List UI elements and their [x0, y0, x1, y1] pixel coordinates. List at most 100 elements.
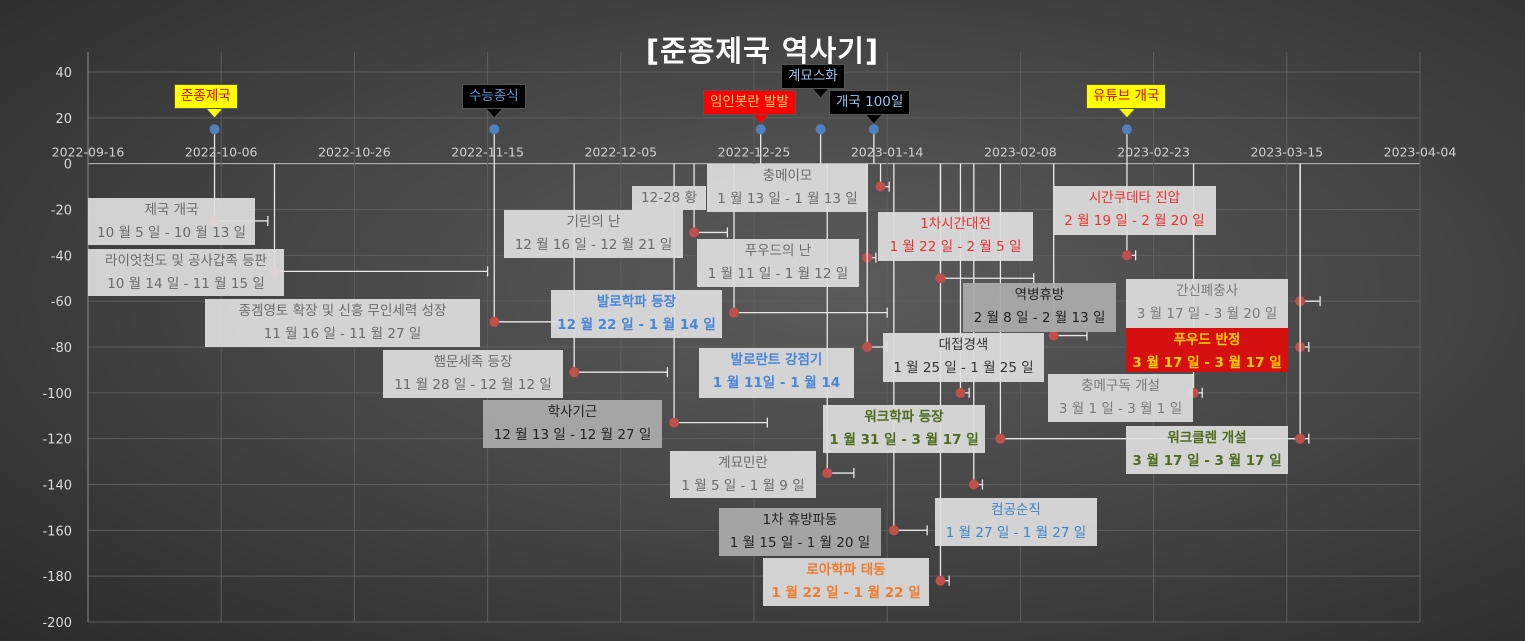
event-label: 학사기근 12 월 13 일 - 12 월 27 일	[483, 400, 662, 448]
event-date-range: 1 월 11일 - 1 월 14	[712, 375, 841, 391]
event-dot	[995, 433, 1006, 444]
event-dot	[729, 307, 740, 318]
y-tick-label: 0	[64, 158, 72, 173]
callout-arrow-icon	[810, 87, 831, 99]
event-date-range: 10 월 5 일 - 10 월 13 일	[96, 225, 246, 241]
event-label-partial: 12-28 황	[632, 186, 706, 210]
event-date-range: 12 월 16 일 - 12 월 21 일	[514, 237, 673, 253]
milestone-dot	[868, 124, 879, 135]
event-label: 라이엇천도 및 공사갑족 등판 10 월 14 일 - 11 월 15 일	[88, 249, 284, 296]
event-label: 간신폐충사 3 월 17 일 - 3 월 20 일	[1126, 279, 1288, 328]
milestone-callout: 준종제국	[174, 84, 238, 109]
milestone-callout: 임인봇란 발발	[703, 90, 796, 115]
event-dot	[935, 273, 946, 284]
x-tick-label: 2023-03-15	[1250, 145, 1323, 160]
y-tick-label: 20	[55, 112, 72, 127]
x-tick-label: 2023-01-14	[851, 145, 924, 160]
event-date-range: 10 월 14 일 - 11 월 15 일	[107, 276, 265, 292]
event-date-range: 3 월 17 일 - 3 월 20 일	[1136, 306, 1278, 322]
event-date-range: 2 월 19 일 - 2 월 20 일	[1064, 213, 1205, 229]
event-name: 간신폐충사	[1175, 283, 1239, 299]
event-name: 발로학파 등장	[596, 294, 677, 310]
event-date-range: 1 월 31 일 - 3 월 17 일	[829, 432, 979, 448]
event-label: 계묘민란 1 월 5 일 - 1 월 9 일	[670, 451, 816, 498]
event-name: 시간쿠데타 진압	[1088, 190, 1181, 206]
event-dot	[569, 367, 580, 378]
milestone-dot	[815, 124, 826, 135]
milestone-dot	[755, 124, 766, 135]
event-name: 충메이모	[762, 168, 813, 184]
event-date-range: 1 월 13 일 - 1 월 13 일	[717, 191, 858, 207]
event-date-range: 3 월 17 일 - 3 월 17 일	[1132, 355, 1282, 371]
y-tick-label: -60	[51, 295, 72, 310]
callout-arrow-icon	[863, 113, 885, 125]
event-label: 푸우드 반정 3 월 17 일 - 3 월 17 일	[1126, 328, 1288, 372]
x-tick-label: 2022-10-06	[185, 145, 258, 160]
x-tick-label: 2022-12-25	[718, 145, 791, 160]
event-dot	[689, 227, 700, 238]
x-tick-label: 2023-04-04	[1384, 145, 1457, 160]
event-name: 1차 휴방파동	[762, 512, 838, 528]
event-dot	[669, 417, 680, 428]
event-date-range: 12 월 22 일 - 1 월 14 일	[557, 317, 716, 333]
event-dot	[862, 342, 873, 352]
event-date-range: 1 월 27 일 - 1 월 27 일	[945, 525, 1087, 541]
y-tick-label: -180	[42, 570, 72, 585]
event-name: 발로란트 강점기	[730, 352, 823, 368]
milestone-dot	[209, 124, 220, 135]
x-tick-label: 2022-09-16	[52, 145, 125, 160]
x-tick-label: 2022-10-26	[318, 145, 391, 160]
x-tick-label: 2023-02-23	[1117, 145, 1190, 160]
y-tick-label: -200	[42, 616, 72, 631]
event-name: 기린의 난	[566, 214, 621, 230]
event-dot	[968, 479, 979, 490]
event-label: 워크클렌 개설 3 월 17 일 - 3 월 17 일	[1126, 426, 1288, 474]
event-date-range: 1 월 5 일 - 1 월 9 일	[681, 478, 805, 494]
y-tick-label: -20	[51, 204, 72, 219]
event-name: 푸우드 반정	[1173, 332, 1241, 348]
event-date-range: 1 월 11 일 - 1 월 12 일	[707, 266, 849, 282]
milestone-callout: 유튜브 개국	[1086, 84, 1167, 109]
event-date-range: 3 월 17 일 - 3 월 17 일	[1132, 453, 1282, 469]
event-label: 컴공순직 1 월 27 일 - 1 월 27 일	[935, 498, 1097, 546]
event-name: 로아학파 태동	[806, 562, 886, 578]
event-label: 기린의 난 12 월 16 일 - 12 월 21 일	[504, 210, 683, 258]
event-name: 계묘민란	[718, 455, 768, 471]
event-dot	[1295, 433, 1306, 444]
event-date-range: 1 월 22 일 - 1 월 22 일	[771, 585, 921, 601]
event-name: 햄문세족 등장	[433, 354, 513, 370]
event-label: 시간쿠데타 진압 2 월 19 일 - 2 월 20 일	[1053, 186, 1216, 235]
event-dot	[955, 387, 966, 398]
event-label: 충메이모 1 월 13 일 - 1 월 13 일	[707, 164, 868, 212]
event-date-range: 1 월 15 일 - 1 월 20 일	[729, 535, 871, 551]
event-name: 워크학파 등장	[864, 409, 944, 425]
x-tick-label: 2022-11-15	[451, 145, 524, 160]
milestone-callout: 계묘스화	[781, 64, 845, 89]
event-name: 워크클렌 개설	[1167, 430, 1247, 446]
y-tick-label: -140	[42, 479, 72, 494]
event-name: 대접경색	[938, 337, 989, 353]
event-label: 로아학파 태동 1 월 22 일 - 1 월 22 일	[763, 558, 929, 606]
y-tick-label: -120	[42, 433, 72, 448]
event-date-range: 12 월 13 일 - 12 월 27 일	[493, 427, 652, 443]
event-dot	[875, 181, 886, 192]
event-label: 종겜영토 확장 및 신흥 무인세력 성장 11 월 16 일 - 11 월 27 …	[205, 299, 480, 347]
event-name: 학사기근	[547, 404, 598, 420]
event-date-range: 2 월 8 일 - 2 월 13 일	[973, 310, 1106, 326]
event-label: 1차 휴방파동 1 월 15 일 - 1 월 20 일	[719, 508, 881, 556]
x-tick-label: 2023-02-08	[984, 145, 1057, 160]
event-name: 라이엇천도 및 공사갑족 등판	[105, 253, 267, 269]
y-tick-label: 40	[55, 66, 72, 81]
event-date-range: 11 월 16 일 - 11 월 27 일	[263, 326, 422, 342]
event-label: 워크학파 등장 1 월 31 일 - 3 월 17 일	[823, 405, 985, 453]
event-label: 발로학파 등장 12 월 22 일 - 1 월 14 일	[551, 290, 722, 338]
y-tick-label: -160	[42, 524, 72, 539]
event-name: 컴공순직	[991, 502, 1041, 518]
x-tick-label: 2022-12-05	[584, 145, 657, 160]
event-name: 제국 개국	[144, 202, 199, 218]
event-name: 종겜영토 확장 및 신흥 무인세력 성장	[238, 303, 447, 319]
chart-title: [준종제국 역사기]	[645, 34, 880, 68]
